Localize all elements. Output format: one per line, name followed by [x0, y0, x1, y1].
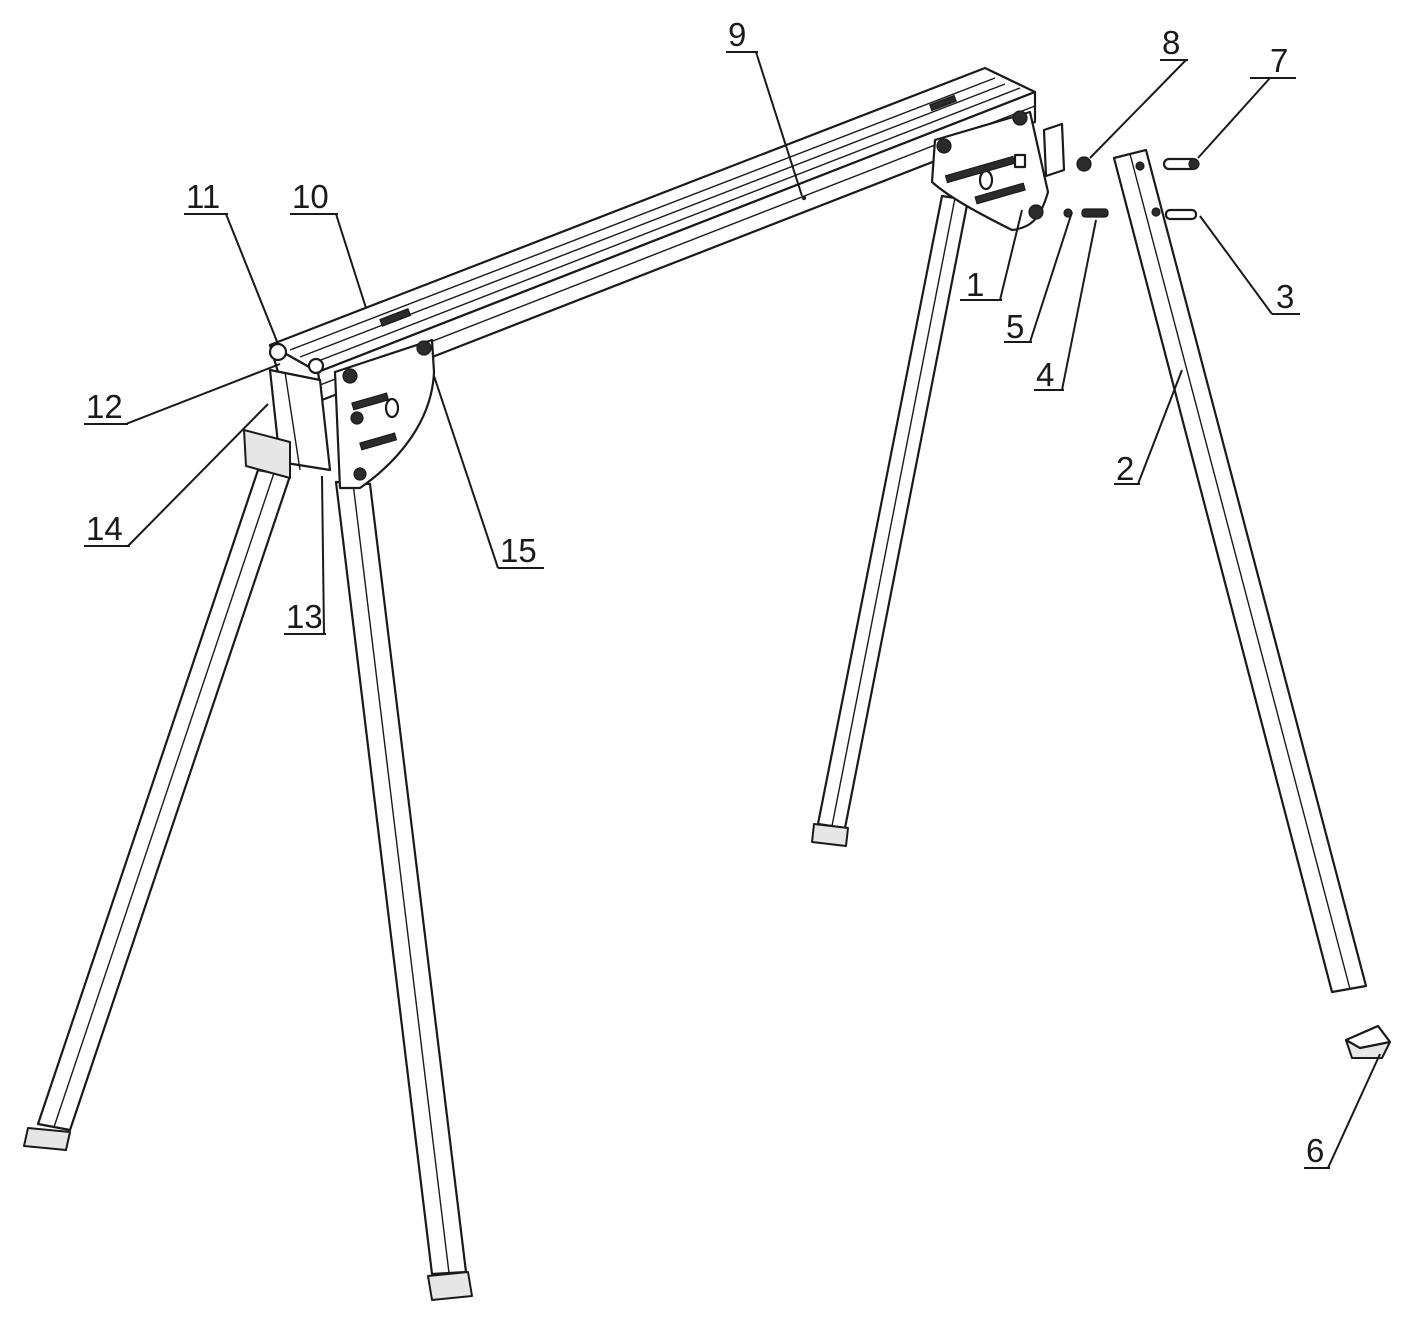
nut-part-8: [1076, 156, 1092, 172]
foot-cap-part-6: [1344, 1024, 1392, 1059]
callout-13: 13: [286, 598, 323, 635]
callout-8: 8: [1162, 24, 1180, 61]
callout-labels: 1 2 3 4 5 6 7 8 9 10 11 12 13 14 15: [86, 16, 1324, 1169]
callout-1: 1: [966, 266, 984, 303]
callout-5: 5: [1006, 308, 1024, 345]
callout-4: 4: [1036, 356, 1054, 393]
callout-10: 10: [292, 178, 329, 215]
callout-6: 6: [1306, 1132, 1324, 1169]
callout-7: 7: [1270, 42, 1288, 79]
detached-leg-part-2: [1112, 148, 1368, 994]
spring-part-4: [1081, 208, 1109, 218]
callout-9: 9: [728, 16, 746, 53]
left-end-assembly: [243, 338, 436, 490]
right-end-bracket: [930, 110, 1066, 232]
callout-12: 12: [86, 388, 123, 425]
front-right-foot-cap: [427, 1271, 473, 1301]
front-right-leg: [334, 480, 473, 1301]
back-right-leg: [811, 194, 970, 847]
callout-15: 15: [500, 532, 537, 569]
callout-2: 2: [1116, 450, 1134, 487]
callout-11: 11: [186, 178, 220, 215]
back-right-foot-cap: [811, 823, 849, 847]
hardware-parts: [1063, 156, 1200, 221]
callout-14: 14: [86, 510, 123, 547]
front-left-foot-cap: [23, 1127, 71, 1151]
bolt-part-3: [1164, 208, 1198, 221]
front-left-leg: [23, 468, 292, 1151]
leader-lines: [84, 51, 1381, 1169]
callout-3: 3: [1276, 278, 1294, 315]
